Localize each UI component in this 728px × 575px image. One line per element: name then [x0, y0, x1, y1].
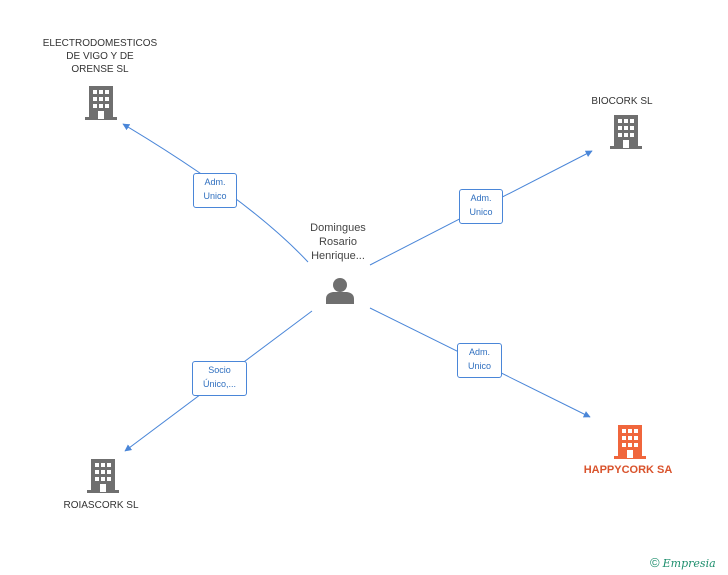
- copyright-icon: ©: [650, 555, 660, 570]
- building-icon[interactable]: [610, 115, 642, 149]
- company-label-electrodomesticos[interactable]: ELECTRODOMESTICOS DE VIGO Y DE ORENSE SL: [42, 38, 158, 75]
- person-name[interactable]: Domingues Rosario Henrique...: [310, 222, 366, 262]
- role-label-happycork[interactable]: Adm. Unico: [457, 343, 502, 378]
- company-label-happycork[interactable]: HAPPYCORK SA: [583, 464, 673, 476]
- building-icon-highlighted[interactable]: [614, 425, 646, 459]
- role-label-biocork[interactable]: Adm. Unico: [459, 189, 503, 224]
- person-icon[interactable]: [325, 276, 355, 304]
- brand-logo[interactable]: Empresia: [662, 557, 716, 570]
- company-label-biocork[interactable]: BIOCORK SL: [591, 96, 653, 107]
- building-icon[interactable]: [85, 86, 117, 120]
- footer-brand: © Empresia: [650, 555, 716, 570]
- role-label-roiascork[interactable]: Socio Único,...: [192, 361, 247, 396]
- building-icon[interactable]: [87, 459, 119, 493]
- role-label-electrodomesticos[interactable]: Adm. Unico: [193, 173, 237, 208]
- company-label-roiascork[interactable]: ROIASCORK SL: [63, 500, 139, 511]
